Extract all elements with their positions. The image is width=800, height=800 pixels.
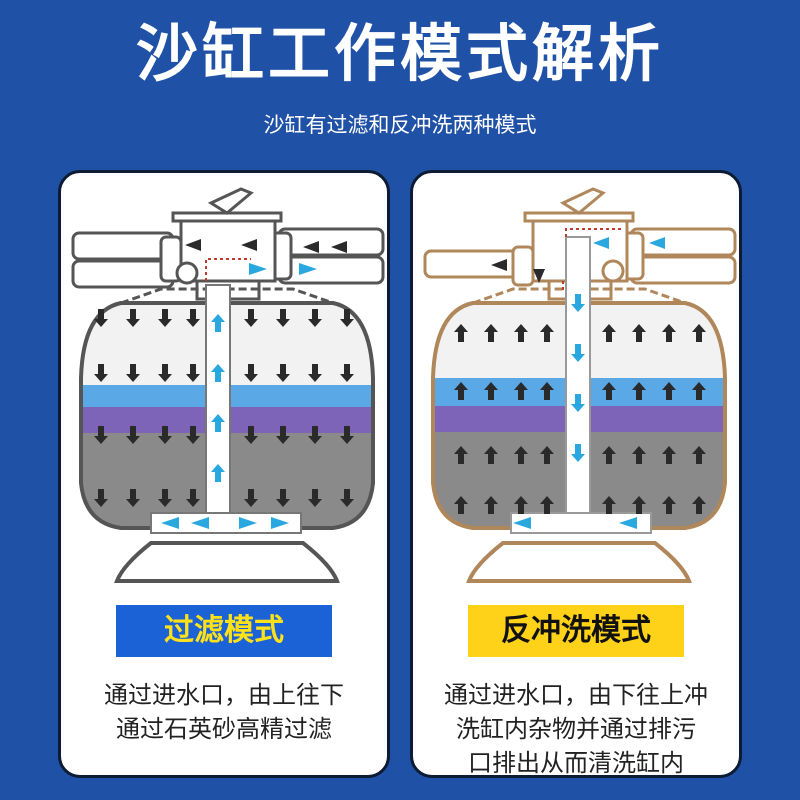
inlet-pipes — [423, 227, 737, 287]
page-title: 沙缸工作模式解析 — [135, 17, 664, 90]
page-subtitle: 沙缸有过滤和反冲洗两种模式 — [263, 113, 537, 137]
filter-mode-panel: 过滤模式 通过进水口，由上往下 通过石英砂高精过滤 — [58, 170, 390, 778]
upward-pipe-arrows — [61, 173, 317, 529]
collector-pipe — [510, 512, 652, 534]
backwash-desc-line-1: 通过进水口，由下往上冲 — [444, 681, 708, 709]
filter-desc-line-1: 通过进水口，由上往下 — [104, 681, 344, 709]
tank-stand — [114, 541, 340, 583]
backwash-desc-line-3: 口排出从而清洗缸内 — [468, 749, 684, 777]
drain-arrows — [491, 259, 545, 283]
backwash-mode-panel: 反冲洗模式 通过进水口，由下往上冲 洗缸内杂物并通过排污 口排出从而清洗缸内 — [410, 170, 742, 778]
backwash-mode-label: 反冲洗模式 — [468, 605, 684, 657]
filter-mode-label: 过滤模式 — [116, 605, 332, 657]
tank-stand — [466, 541, 692, 583]
filter-desc-line-2: 通过石英砂高精过滤 — [116, 715, 332, 743]
filter-mode-description: 通过进水口，由上往下 通过石英砂高精过滤 — [67, 678, 381, 746]
downward-pipe-arrows — [413, 173, 665, 529]
backwash-mode-description: 通过进水口，由下往上冲 洗缸内杂物并通过排污 口排出从而清洗缸内 — [419, 678, 733, 777]
collector-pipe — [150, 512, 302, 534]
filter-mode-tank-diagram — [61, 173, 385, 583]
backwash-mode-tank-diagram — [413, 173, 737, 583]
backwash-desc-line-2: 洗缸内杂物并通过排污 — [456, 715, 696, 743]
inlet-arrows — [185, 239, 347, 253]
center-pipe — [565, 236, 591, 528]
